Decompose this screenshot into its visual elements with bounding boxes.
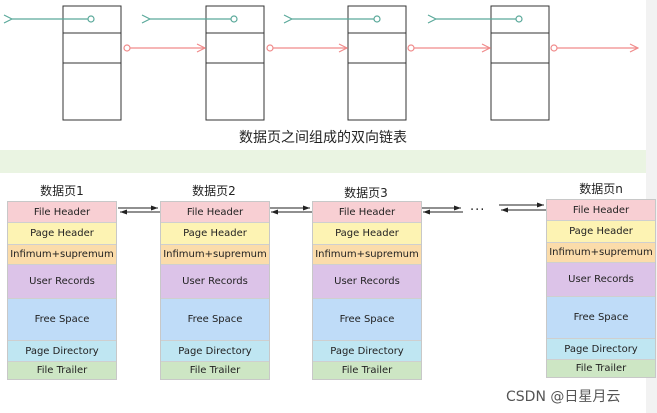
segment-infimum-supremum: Infimum+supremum: [547, 243, 655, 263]
segment-user-records: User Records: [547, 263, 655, 297]
list-node: [62, 5, 122, 121]
segment-free-space: Free Space: [313, 299, 421, 341]
segment-page-header: Page Header: [161, 223, 269, 245]
page-stack: File Header Page Header Infimum+supremum…: [312, 201, 422, 380]
segment-page-directory: Page Directory: [313, 341, 421, 362]
list-node: [490, 5, 550, 121]
segment-user-records: User Records: [8, 265, 116, 299]
next-pointer: [550, 45, 638, 51]
segment-page-directory: Page Directory: [8, 341, 116, 362]
segment-user-records: User Records: [161, 265, 269, 299]
page-link-arrows: [118, 202, 546, 215]
list-node: [205, 5, 265, 121]
next-pointer: [123, 45, 205, 51]
page-title: 数据页1: [40, 184, 84, 198]
segment-free-space: Free Space: [161, 299, 269, 341]
page-stack: File Header Page Header Infimum+supremum…: [7, 201, 117, 380]
segment-page-directory: Page Directory: [547, 339, 655, 360]
page-stack: File Header Page Header Infimum+supremum…: [160, 201, 270, 380]
segment-user-records: User Records: [313, 265, 421, 299]
segment-infimum-supremum: Infimum+supremum: [313, 245, 421, 265]
diagram-caption: 数据页之间组成的双向链表: [239, 130, 407, 146]
page-title: 数据页n: [579, 182, 623, 196]
segment-file-trailer: File Trailer: [8, 362, 116, 379]
segment-page-header: Page Header: [8, 223, 116, 245]
next-pointer: [407, 45, 490, 51]
segment-free-space: Free Space: [547, 297, 655, 339]
page-stack: File Header Page Header Infimum+supremum…: [546, 199, 656, 378]
segment-page-header: Page Header: [313, 223, 421, 245]
segment-infimum-supremum: Infimum+supremum: [8, 245, 116, 265]
prev-pointer: [436, 16, 523, 22]
segment-file-header: File Header: [547, 200, 655, 221]
watermark: CSDN @日星月云: [506, 389, 621, 405]
segment-file-trailer: File Trailer: [313, 362, 421, 379]
segment-page-header: Page Header: [547, 221, 655, 243]
prev-pointer: [292, 16, 381, 22]
next-pointer: [266, 45, 347, 51]
segment-free-space: Free Space: [8, 299, 116, 341]
segment-file-header: File Header: [161, 202, 269, 223]
ellipsis: ···: [470, 203, 486, 218]
segment-file-header: File Header: [313, 202, 421, 223]
segment-file-trailer: File Trailer: [547, 360, 655, 377]
page-title: 数据页3: [344, 186, 388, 200]
segment-infimum-supremum: Infimum+supremum: [161, 245, 269, 265]
segment-page-directory: Page Directory: [161, 341, 269, 362]
segment-file-trailer: File Trailer: [161, 362, 269, 379]
segment-file-header: File Header: [8, 202, 116, 223]
prev-pointer: [12, 16, 95, 22]
prev-pointer: [150, 16, 238, 22]
list-node: [347, 5, 407, 121]
separator-band: [0, 150, 646, 173]
page-title: 数据页2: [192, 184, 236, 198]
